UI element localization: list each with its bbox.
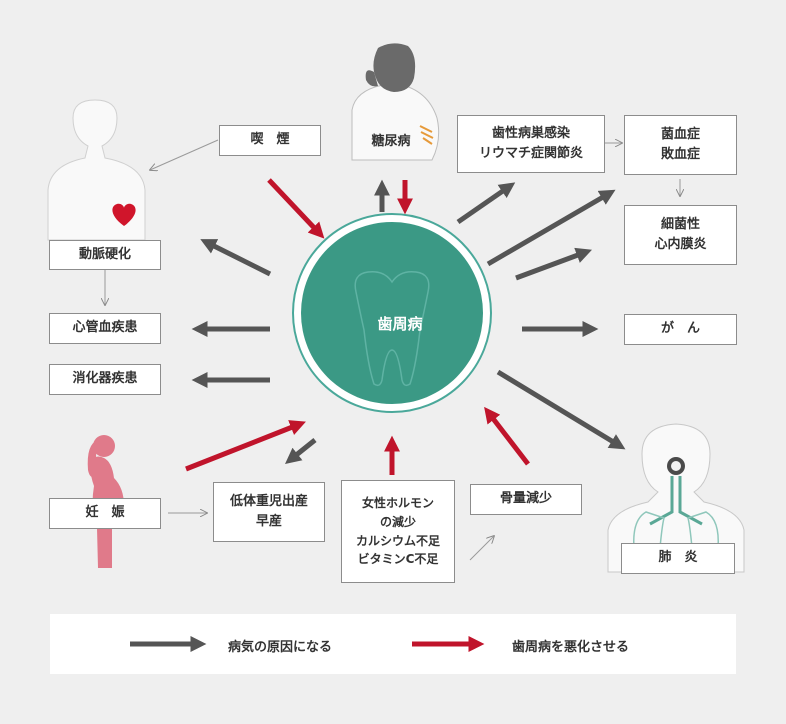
diabetic-person-icon [351,43,440,161]
cause-arrow [285,438,317,464]
tooth-icon [354,270,430,387]
node-bone-loss: 骨量減少 [470,484,582,515]
node-smoking: 喫 煙 [219,125,321,156]
node-label: 骨量減少 [499,491,552,507]
legend-worsen-label: 歯周病を悪化させる [512,640,630,655]
node-hormone: 女性ホルモン の減少 カルシウム不足 ビタミンC不足 [341,480,455,583]
node-label: 菌血症 敗血症 [660,126,700,162]
legend: 病気の原因になる 歯周病を悪化させる [50,614,736,674]
worsen-arrow [484,406,530,466]
node-label: 女性ホルモン の減少 カルシウム不足 ビタミンC不足 [355,496,440,567]
thin-arrow [469,536,494,561]
node-label: 細菌性 心内膜炎 [654,216,707,252]
node-focal-infection: 歯性病巣感染 リウマチ症関節炎 [457,115,605,173]
node-digestive: 消化器疾患 [49,364,161,395]
worsen-arrow [185,420,306,472]
node-label: 妊 娠 [85,505,125,521]
node-label: 低体重児出産 早産 [229,493,308,529]
cause-arrow [496,369,626,450]
node-label: 歯性病巣感染 リウマチ症関節炎 [478,125,583,161]
node-label: 喫 煙 [250,132,290,148]
node-cancer: が ん [624,314,737,345]
thin-arrow [150,139,219,170]
node-arteriosclerosis: 動脈硬化 [49,240,161,270]
worsen-arrow [267,178,325,239]
cause-arrow [515,247,592,281]
node-cardiovascular: 心管血疾患 [49,313,161,344]
lungs-icon [607,423,745,573]
legend-cause-label: 病気の原因になる [228,640,333,655]
node-pregnancy: 妊 娠 [49,498,161,529]
cause-arrow [486,189,616,267]
node-label: 肺 炎 [658,550,698,566]
cause-arrow [200,239,272,277]
node-label: 消化器疾患 [72,371,138,387]
cause-arrow [456,182,516,225]
node-pneumonia: 肺 炎 [621,543,735,574]
node-label: 心管血疾患 [72,320,138,336]
heart-icon [112,203,136,226]
node-label: 糖尿病 [371,133,411,149]
node-diabetes: 糖尿病 [360,130,422,154]
center-label: 歯周病 [377,315,423,333]
node-bacteremia: 菌血症 敗血症 [624,115,737,175]
node-label: 動脈硬化 [78,246,131,262]
node-endocarditis: 細菌性 心内膜炎 [624,205,737,265]
node-label: が ん [660,321,700,337]
node-low-birth-weight: 低体重児出産 早産 [213,482,325,542]
